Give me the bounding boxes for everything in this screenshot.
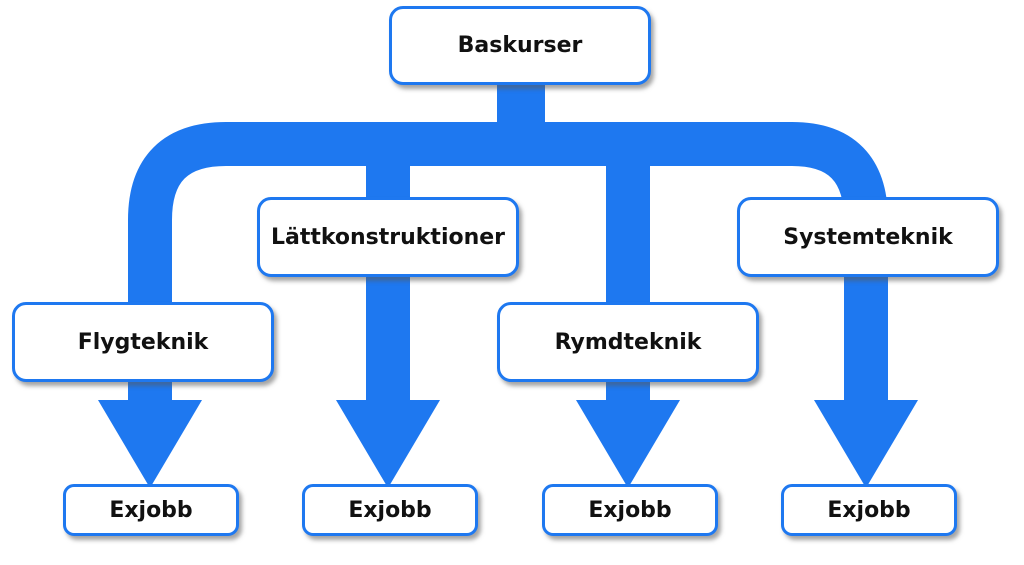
arrowhead-4 — [814, 400, 918, 488]
shaft-lattkonstruktioner — [366, 270, 410, 404]
node-flygteknik: Flygteknik — [12, 302, 274, 382]
node-exjobb-4: Exjobb — [781, 484, 957, 536]
arrowhead-1 — [98, 400, 202, 488]
node-rymdteknik: Rymdteknik — [497, 302, 759, 382]
node-exjobb-3: Exjobb — [542, 484, 718, 536]
node-exjobb-2: Exjobb — [302, 484, 478, 536]
branch-stem-rymdteknik — [606, 140, 650, 320]
node-exjobb-1: Exjobb — [63, 484, 239, 536]
node-systemteknik: Systemteknik — [737, 197, 999, 277]
node-baskurser: Baskurser — [389, 6, 651, 85]
shaft-systemteknik — [844, 270, 888, 404]
arrowhead-3 — [576, 400, 680, 488]
node-lattkonstruktioner: Lättkonstruktioner — [257, 197, 519, 277]
distribution-bar — [128, 122, 888, 400]
arrowhead-2 — [336, 400, 440, 488]
